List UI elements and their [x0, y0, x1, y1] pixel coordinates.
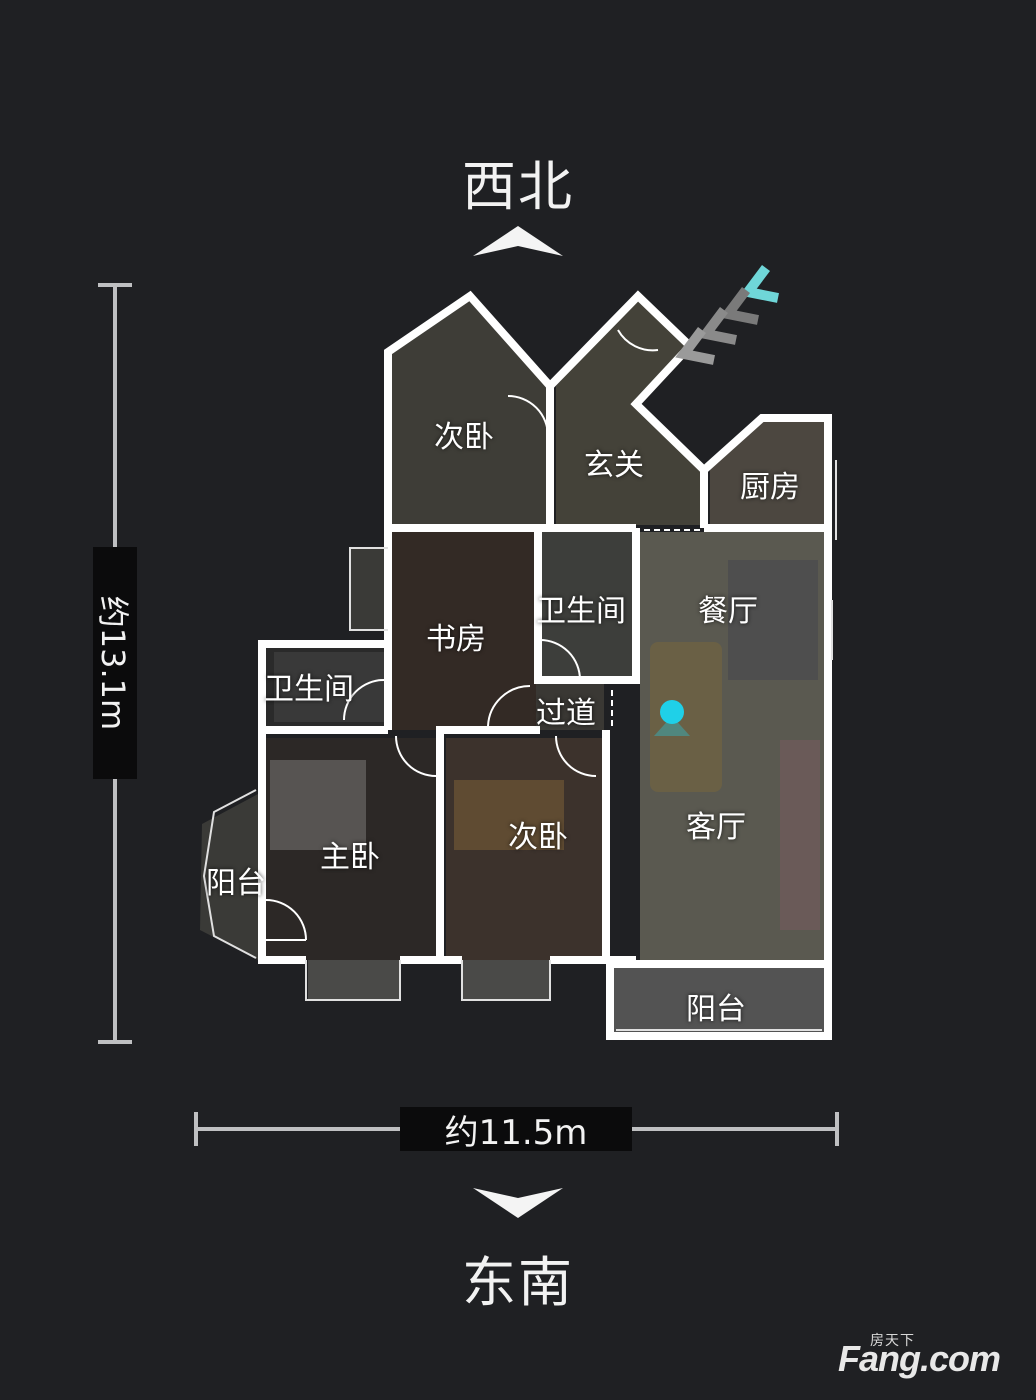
room-label-dining[interactable]: 餐厅 [698, 594, 758, 629]
horizontal-dimension-label: 约11.5m [400, 1107, 632, 1153]
room-label-balcony-west[interactable]: 阳台 [206, 866, 266, 901]
watermark-logo: 房天下 Fang.com [838, 1332, 1018, 1379]
walls [258, 290, 832, 1040]
location-marker-icon[interactable] [646, 698, 698, 742]
room-floors [200, 296, 828, 1034]
room-label-entrance[interactable]: 玄关 [584, 448, 644, 483]
watermark-small-text: 房天下 [870, 1333, 915, 1349]
direction-north-west-label: 西北 [462, 155, 574, 218]
room-label-master-bedroom[interactable]: 主卧 [320, 840, 380, 875]
room-label-balcony-south[interactable]: 阳台 [686, 992, 746, 1027]
horizontal-dimension-cap-left [194, 1112, 198, 1146]
room-label-bathroom-west[interactable]: 卫生间 [264, 672, 354, 707]
room-label-corridor[interactable]: 过道 [536, 696, 596, 731]
horizontal-dimension-cap-right [835, 1112, 839, 1146]
vertical-dimension-cap-top [98, 283, 132, 287]
vertical-dimension-line-bottom [113, 779, 117, 1041]
room-label-bathroom-center[interactable]: 卫生间 [536, 594, 626, 629]
entrance-arrow-icon [675, 265, 779, 365]
vertical-dimension-cap-bottom [98, 1040, 132, 1044]
vertical-dimension-label: 约13.1m [93, 547, 137, 779]
vertical-dimension-line-top [113, 285, 117, 547]
room-label-bedroom-center[interactable]: 次卧 [508, 820, 568, 855]
chevron-down-icon [473, 1188, 563, 1218]
doors [265, 329, 700, 941]
direction-south-east-label: 东南 [462, 1251, 574, 1314]
room-label-living[interactable]: 客厅 [686, 810, 746, 845]
watermark-big-text: Fang.com [838, 1338, 1001, 1379]
room-label-kitchen[interactable]: 厨房 [740, 470, 800, 505]
chevron-up-icon [473, 226, 563, 256]
windows [202, 460, 837, 1031]
horizontal-dimension-line-right [632, 1127, 838, 1131]
room-label-bedroom-nw[interactable]: 次卧 [434, 420, 494, 455]
horizontal-dimension-line-left [196, 1127, 400, 1131]
room-label-study[interactable]: 书房 [426, 622, 486, 657]
